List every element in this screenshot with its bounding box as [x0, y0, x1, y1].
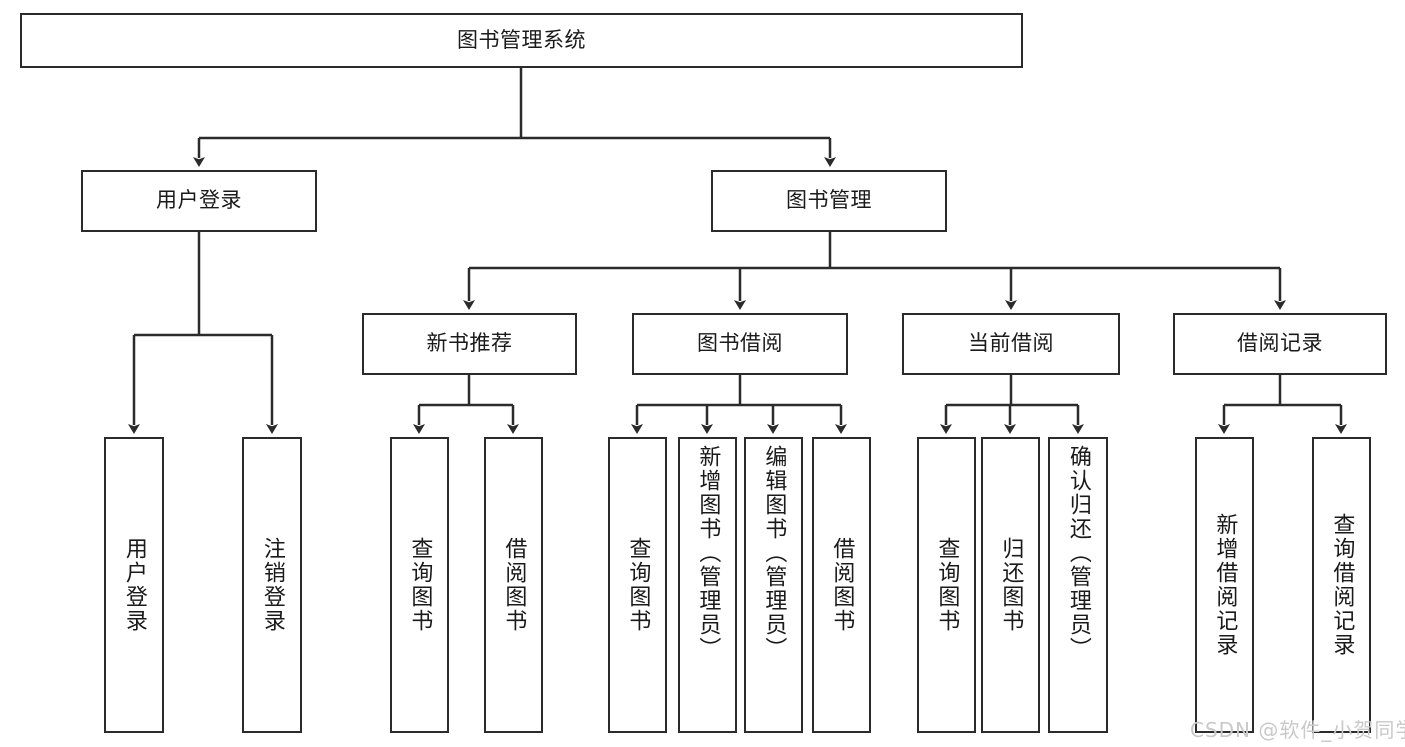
leaf-query-book-recommend[interactable]: 查询图书: [390, 437, 449, 733]
leaf-return-book[interactable]: 归还图书: [981, 437, 1040, 733]
node-new-book-recommend-label: 新书推荐: [426, 331, 513, 356]
leaf-user-login[interactable]: 用户登录: [104, 437, 164, 733]
leaf-borrow-book-borrow-label: 借阅图书: [829, 537, 855, 633]
leaf-query-book-borrow-label: 查询图书: [625, 537, 651, 633]
node-root-label: 图书管理系统: [457, 27, 586, 52]
leaf-borrow-book-recommend-label: 借阅图书: [501, 537, 527, 633]
node-user-login-label: 用户登录: [156, 188, 242, 213]
node-borrow-records-label: 借阅记录: [1237, 331, 1323, 356]
leaf-confirm-return-admin[interactable]: 确认归还（管理员）: [1048, 437, 1108, 733]
leaf-confirm-return-admin-label: 确认归还（管理员）: [1065, 445, 1091, 661]
leaf-query-borrow-record[interactable]: 查询借阅记录: [1312, 437, 1371, 733]
node-current-borrow-label: 当前借阅: [968, 331, 1054, 356]
leaf-query-book-current-label: 查询图书: [934, 537, 960, 633]
leaf-add-borrow-record[interactable]: 新增借阅记录: [1195, 437, 1254, 733]
leaf-query-book-recommend-label: 查询图书: [407, 537, 433, 633]
node-book-management-label: 图书管理: [786, 188, 872, 213]
leaf-add-borrow-record-label: 新增借阅记录: [1212, 513, 1238, 657]
node-borrow-records[interactable]: 借阅记录: [1173, 313, 1387, 375]
leaf-user-logout-label: 注销登录: [259, 537, 285, 633]
node-new-book-recommend[interactable]: 新书推荐: [362, 313, 577, 375]
node-root[interactable]: 图书管理系统: [20, 13, 1023, 68]
node-book-management[interactable]: 图书管理: [711, 170, 947, 232]
leaf-edit-book-admin-label: 编辑图书（管理员）: [761, 445, 787, 661]
leaf-user-logout[interactable]: 注销登录: [242, 437, 302, 733]
leaf-add-book-admin-label: 新增图书（管理员）: [695, 445, 721, 661]
node-user-login[interactable]: 用户登录: [81, 170, 317, 232]
leaf-query-book-borrow[interactable]: 查询图书: [608, 437, 667, 733]
leaf-edit-book-admin[interactable]: 编辑图书（管理员）: [744, 437, 803, 733]
node-book-borrow[interactable]: 图书借阅: [632, 313, 848, 375]
leaf-return-book-label: 归还图书: [998, 537, 1024, 633]
leaf-query-book-current[interactable]: 查询图书: [917, 437, 976, 733]
leaf-add-book-admin[interactable]: 新增图书（管理员）: [678, 437, 737, 733]
leaf-borrow-book-borrow[interactable]: 借阅图书: [812, 437, 871, 733]
leaf-borrow-book-recommend[interactable]: 借阅图书: [484, 437, 543, 733]
watermark-text: CSDN @软件_小贺同学: [1190, 718, 1405, 742]
leaf-user-login-label: 用户登录: [121, 537, 147, 633]
leaf-query-borrow-record-label: 查询借阅记录: [1329, 513, 1355, 657]
node-book-borrow-label: 图书借阅: [697, 331, 783, 356]
node-current-borrow[interactable]: 当前借阅: [902, 313, 1120, 375]
